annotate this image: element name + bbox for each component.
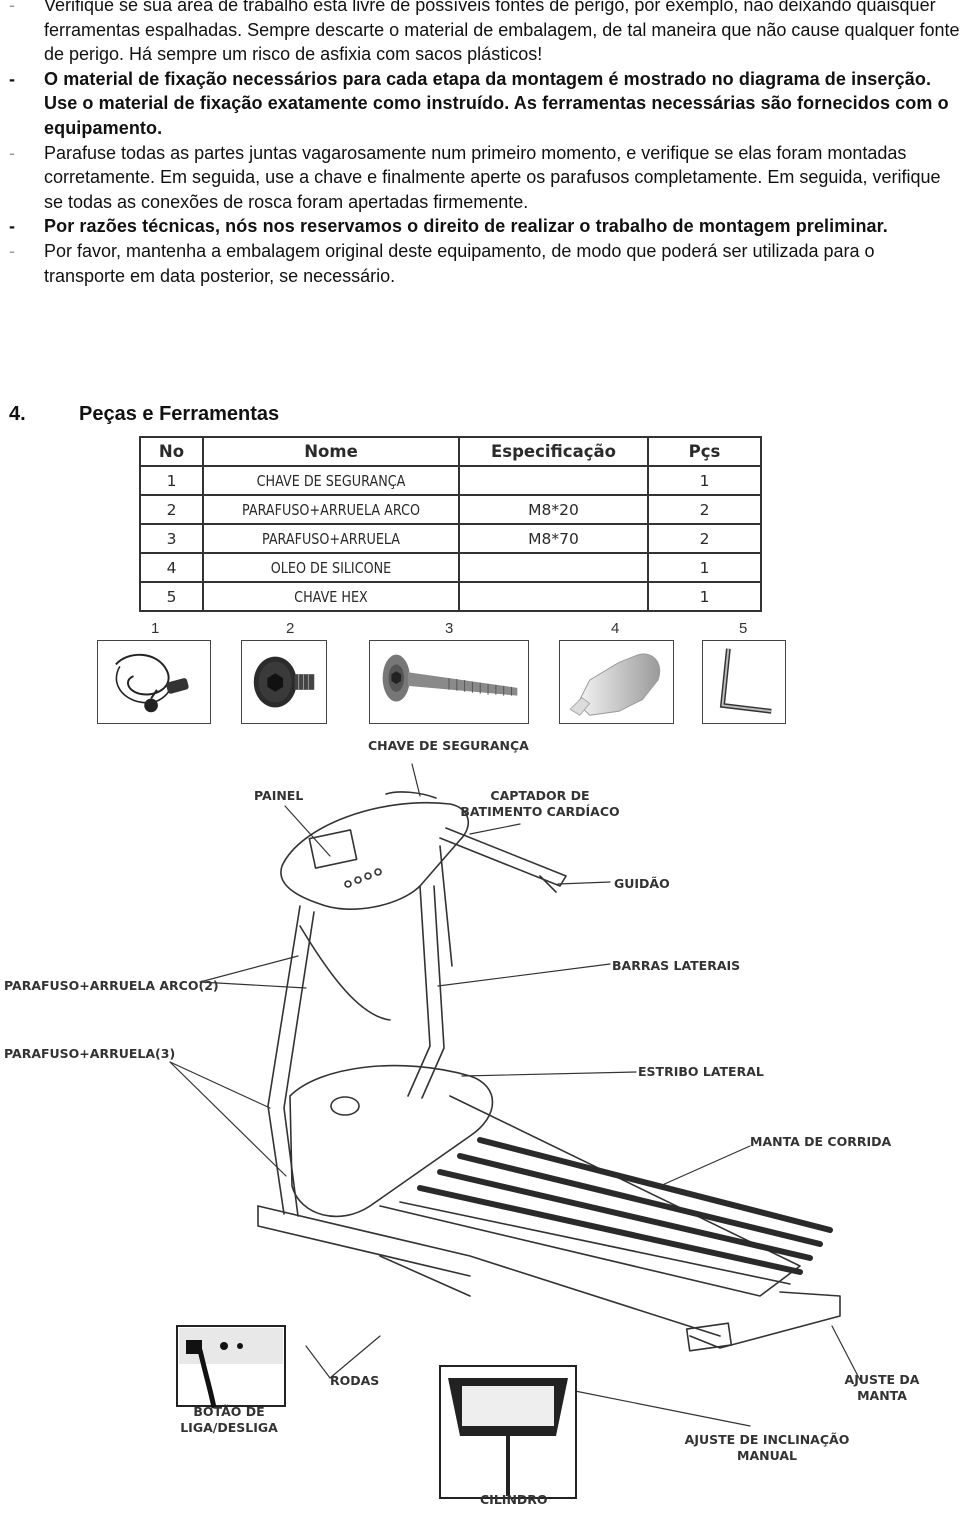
instruction-item: - Parafuse todas as partes juntas vagaro… <box>0 141 960 215</box>
instruction-text: Por favor, mantenha a embalagem original… <box>44 240 875 286</box>
column-header: Pçs <box>647 436 762 467</box>
table-cell <box>458 581 649 612</box>
instruction-text: Por razões técnicas, nós nos reservamos … <box>44 216 888 237</box>
safety-key-icon <box>97 640 211 724</box>
section-heading: 4. Peças e Ferramentas <box>9 403 279 426</box>
parts-table: No Nome Especificação Pçs 1 CHAVE DE SEG… <box>139 436 762 612</box>
label-power-switch: BOTÃO DE LIGA/DESLIGA <box>180 1404 278 1435</box>
treadmill-line-art <box>169 763 861 1499</box>
part-number: 5 <box>739 620 748 637</box>
part-number: 2 <box>286 620 295 637</box>
table-cell: M8*20 <box>458 494 649 525</box>
table-row: 2 PARAFUSO+ARRUELA ARCO M8*20 2 <box>139 494 762 525</box>
table-cell: 2 <box>647 494 762 525</box>
instruction-text: O material de fixação necessários para c… <box>44 68 949 138</box>
column-header: No <box>139 436 204 467</box>
table-row: 4 OLEO DE SILICONE 1 <box>139 552 762 583</box>
table-row: 3 PARAFUSO+ARRUELA M8*70 2 <box>139 523 762 554</box>
part-number: 3 <box>445 620 454 637</box>
table-cell: 1 <box>647 465 762 496</box>
hex-key-icon <box>702 640 786 724</box>
instruction-item: - Por favor, mantenha a embalagem origin… <box>0 239 960 288</box>
instruction-text: Verifique se sua área de trabalho está l… <box>44 0 960 65</box>
label-bolt-washer: PARAFUSO+ARRUELA(3) <box>4 1046 176 1061</box>
table-cell: 4 <box>139 552 204 583</box>
table-cell: 2 <box>139 494 204 525</box>
instruction-text: Parafuse todas as partes juntas vagarosa… <box>44 142 941 212</box>
instruction-item: - O material de fixação necessários para… <box>0 67 960 141</box>
table-cell: 1 <box>139 465 204 496</box>
arc-washer-bolt-icon <box>241 640 327 724</box>
label-side-step: ESTRIBO LATERAL <box>638 1064 764 1079</box>
label-belt-adjust: AJUSTE DA MANTA <box>844 1372 920 1403</box>
table-row: 1 CHAVE DE SEGURANÇA 1 <box>139 465 762 496</box>
label-cylinder: CILINDRO <box>480 1492 548 1507</box>
column-header: Especificação <box>458 436 649 467</box>
table-cell <box>458 552 649 583</box>
bullet-dash: - <box>9 216 16 237</box>
bullet-dash: - <box>9 68 16 89</box>
label-wheels: RODAS <box>330 1373 380 1388</box>
treadmill-diagram: CHAVE DE SEGURANÇA PAINEL CAPTADOR DE BA… <box>0 736 960 1508</box>
bullet-dash: - <box>9 0 15 15</box>
table-header-row: No Nome Especificação Pçs <box>139 436 762 467</box>
part-number: 1 <box>151 620 160 637</box>
label-incline-adjust: AJUSTE DE INCLINAÇÃO MANUAL <box>684 1432 850 1463</box>
table-cell: PARAFUSO+ARRUELA ARCO <box>221 494 441 525</box>
instruction-list: - Verifique se sua área de trabalho está… <box>0 0 960 288</box>
table-cell: 5 <box>139 581 204 612</box>
section-number: 4. <box>9 403 26 425</box>
table-cell: 2 <box>647 523 762 554</box>
instruction-item: - Por razões técnicas, nós nos reservamo… <box>0 214 960 239</box>
table-cell: CHAVE HEX <box>221 581 441 612</box>
table-cell: 1 <box>647 552 762 583</box>
column-header: Nome <box>202 436 460 467</box>
label-safety-key: CHAVE DE SEGURANÇA <box>368 738 529 753</box>
long-bolt-icon <box>369 640 529 724</box>
label-handlebar: GUIDÃO <box>614 876 670 891</box>
label-pulse-sensor: CAPTADOR DE BATIMENTO CARDÍACO <box>460 788 620 819</box>
bullet-dash: - <box>9 240 15 261</box>
table-cell <box>458 465 649 496</box>
silicone-oil-bottle-icon <box>559 640 674 724</box>
table-cell: CHAVE DE SEGURANÇA <box>221 465 441 496</box>
table-row: 5 CHAVE HEX 1 <box>139 581 762 612</box>
table-cell: PARAFUSO+ARRUELA <box>221 523 441 554</box>
table-cell: 1 <box>647 581 762 612</box>
label-panel: PAINEL <box>254 788 304 803</box>
section-title: Peças e Ferramentas <box>79 403 280 425</box>
bullet-dash: - <box>9 142 15 163</box>
table-cell: 3 <box>139 523 204 554</box>
part-number: 4 <box>611 620 620 637</box>
instruction-item: - Verifique se sua área de trabalho está… <box>0 0 960 67</box>
label-arc-washer-bolt: PARAFUSO+ARRUELA ARCO(2) <box>4 978 219 993</box>
table-cell: OLEO DE SILICONE <box>221 552 441 583</box>
label-running-belt: MANTA DE CORRIDA <box>750 1134 892 1149</box>
table-cell: M8*70 <box>458 523 649 554</box>
label-side-bars: BARRAS LATERAIS <box>612 958 741 973</box>
